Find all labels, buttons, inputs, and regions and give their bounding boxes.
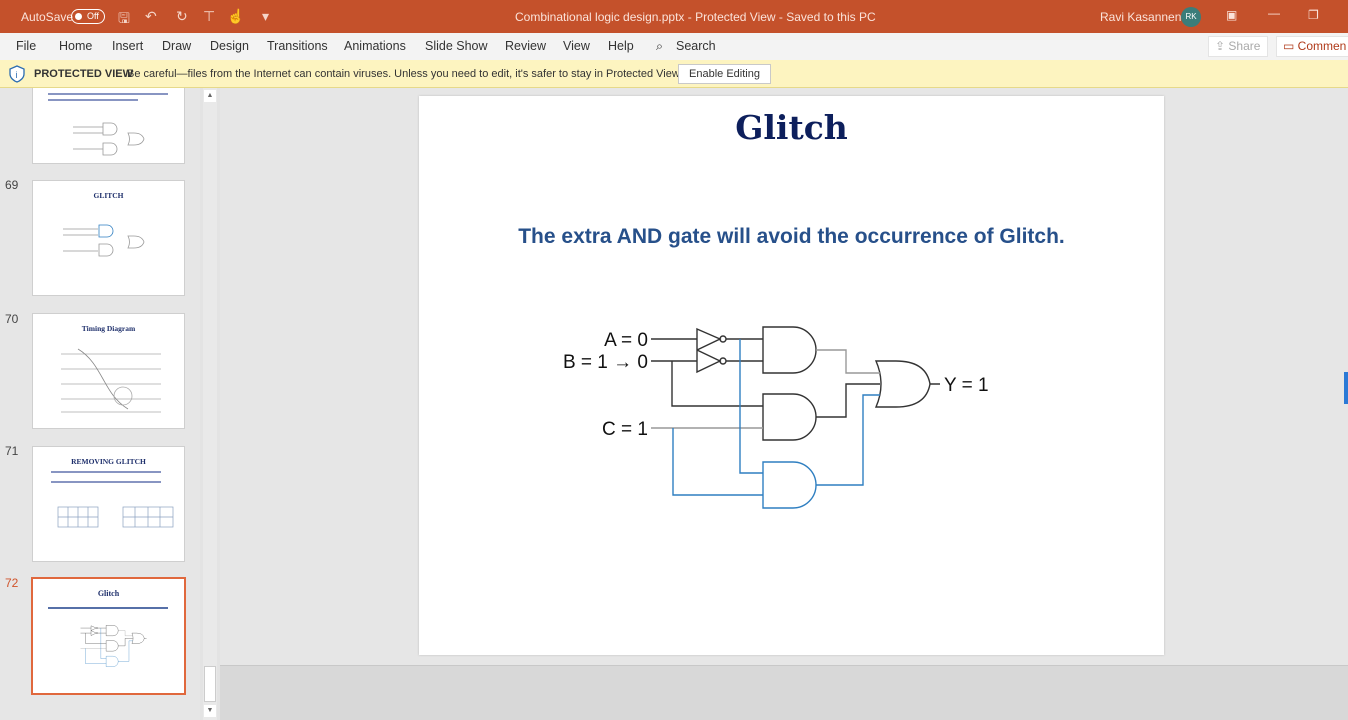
tab-help[interactable]: Help: [608, 39, 634, 53]
share-label: Share: [1228, 39, 1261, 53]
svg-text:i: i: [16, 70, 18, 80]
redo-icon[interactable]: ↻: [176, 8, 188, 24]
tab-animations[interactable]: Animations: [344, 39, 406, 53]
slide-number: 69: [5, 178, 19, 192]
slide-number: 71: [5, 444, 19, 458]
scrollbar-thumb[interactable]: [204, 666, 216, 702]
enable-editing-button[interactable]: Enable Editing: [678, 64, 771, 84]
thumbnail-scrollbar[interactable]: ▲ ▼: [203, 88, 217, 720]
thumbnail-subtitle-line: [48, 607, 168, 609]
input-b-label: B = 1 → 0: [563, 352, 648, 373]
share-button[interactable]: ⇪ Share: [1208, 36, 1268, 57]
output-y-label: Y = 1: [944, 375, 989, 396]
present-icon[interactable]: ⊤: [203, 8, 216, 24]
scroll-up-icon[interactable]: ▲: [204, 90, 216, 102]
ribbon-display-icon[interactable]: ▣: [1226, 8, 1238, 22]
maximize-icon[interactable]: ❐: [1308, 8, 1319, 22]
tab-review[interactable]: Review: [505, 39, 546, 53]
touch-mode-icon[interactable]: ☝: [227, 8, 245, 24]
input-c-label: C = 1: [602, 419, 648, 440]
input-a-label: A = 0: [604, 330, 648, 351]
autosave-toggle[interactable]: Off: [71, 9, 105, 24]
avatar[interactable]: RK: [1181, 7, 1201, 27]
slide-thumbnail-70[interactable]: Timing Diagram: [32, 313, 185, 429]
protected-view-bar: i PROTECTED VIEW Be careful—files from t…: [0, 60, 1348, 88]
tab-home[interactable]: Home: [59, 39, 93, 53]
title-bar: AutoSave Off 🖫 ↶ ↻ ⊤ ☝ ▾ Combinational l…: [0, 0, 1348, 33]
share-icon: ⇪: [1215, 39, 1229, 53]
thumbnail-title: REMOVING GLITCH: [71, 457, 146, 466]
scroll-down-icon[interactable]: ▼: [204, 705, 216, 717]
autosave-label: AutoSave: [21, 10, 74, 24]
slide-canvas[interactable]: Glitch The extra AND gate will avoid the…: [419, 96, 1164, 655]
user-name: Ravi Kasanneni: [1100, 10, 1185, 24]
tab-draw[interactable]: Draw: [162, 39, 192, 53]
slide-thumbnail-69[interactable]: GLITCH: [32, 180, 185, 296]
slide-thumbnail-71[interactable]: REMOVING GLITCH: [32, 446, 185, 562]
protected-view-message: Be careful—files from the Internet can c…: [127, 68, 683, 80]
slide-title: Glitch: [735, 108, 848, 147]
edge-indicator: [1344, 372, 1348, 404]
document-title: Combinational logic design.pptx - Protec…: [515, 10, 876, 24]
tab-view[interactable]: View: [563, 39, 590, 53]
comments-button[interactable]: ▭ Commen: [1276, 36, 1348, 57]
protected-view-label: PROTECTED VIEW: [34, 68, 134, 80]
tab-transitions[interactable]: Transitions: [267, 39, 328, 53]
tab-file[interactable]: File: [16, 39, 37, 53]
save-icon[interactable]: 🖫: [118, 10, 130, 26]
tab-slide-show[interactable]: Slide Show: [425, 39, 488, 53]
notes-area[interactable]: [220, 665, 1348, 720]
ribbon: File Home Insert Draw Design Transitions…: [0, 33, 1348, 60]
slide-thumbnail-pane[interactable]: 69 GLITCH 70 Timing Diagram 71 REMOVING …: [0, 88, 200, 720]
slide-number: 70: [5, 312, 19, 326]
comments-label: Commen: [1297, 39, 1347, 53]
undo-icon[interactable]: ↶: [145, 8, 157, 24]
tab-insert[interactable]: Insert: [112, 39, 144, 53]
slide-number: 72: [5, 576, 19, 590]
minimize-icon[interactable]: —: [1268, 6, 1280, 20]
slide-thumbnail-72-selected[interactable]: Glitch: [31, 577, 186, 695]
slide-subtitle: The extra AND gate will avoid the occurr…: [518, 225, 1065, 248]
tab-design[interactable]: Design: [210, 39, 249, 53]
slide-thumbnail-68[interactable]: [32, 88, 185, 164]
customize-icon[interactable]: ▾: [262, 8, 270, 24]
thumbnail-title: Glitch: [97, 589, 120, 598]
thumbnail-title: GLITCH: [93, 191, 124, 200]
search-icon[interactable]: ⌕: [656, 39, 664, 53]
search-box[interactable]: Search: [676, 39, 716, 53]
thumbnail-title: Timing Diagram: [81, 324, 136, 333]
shield-icon: i: [9, 65, 25, 83]
comment-icon: ▭: [1283, 39, 1298, 53]
